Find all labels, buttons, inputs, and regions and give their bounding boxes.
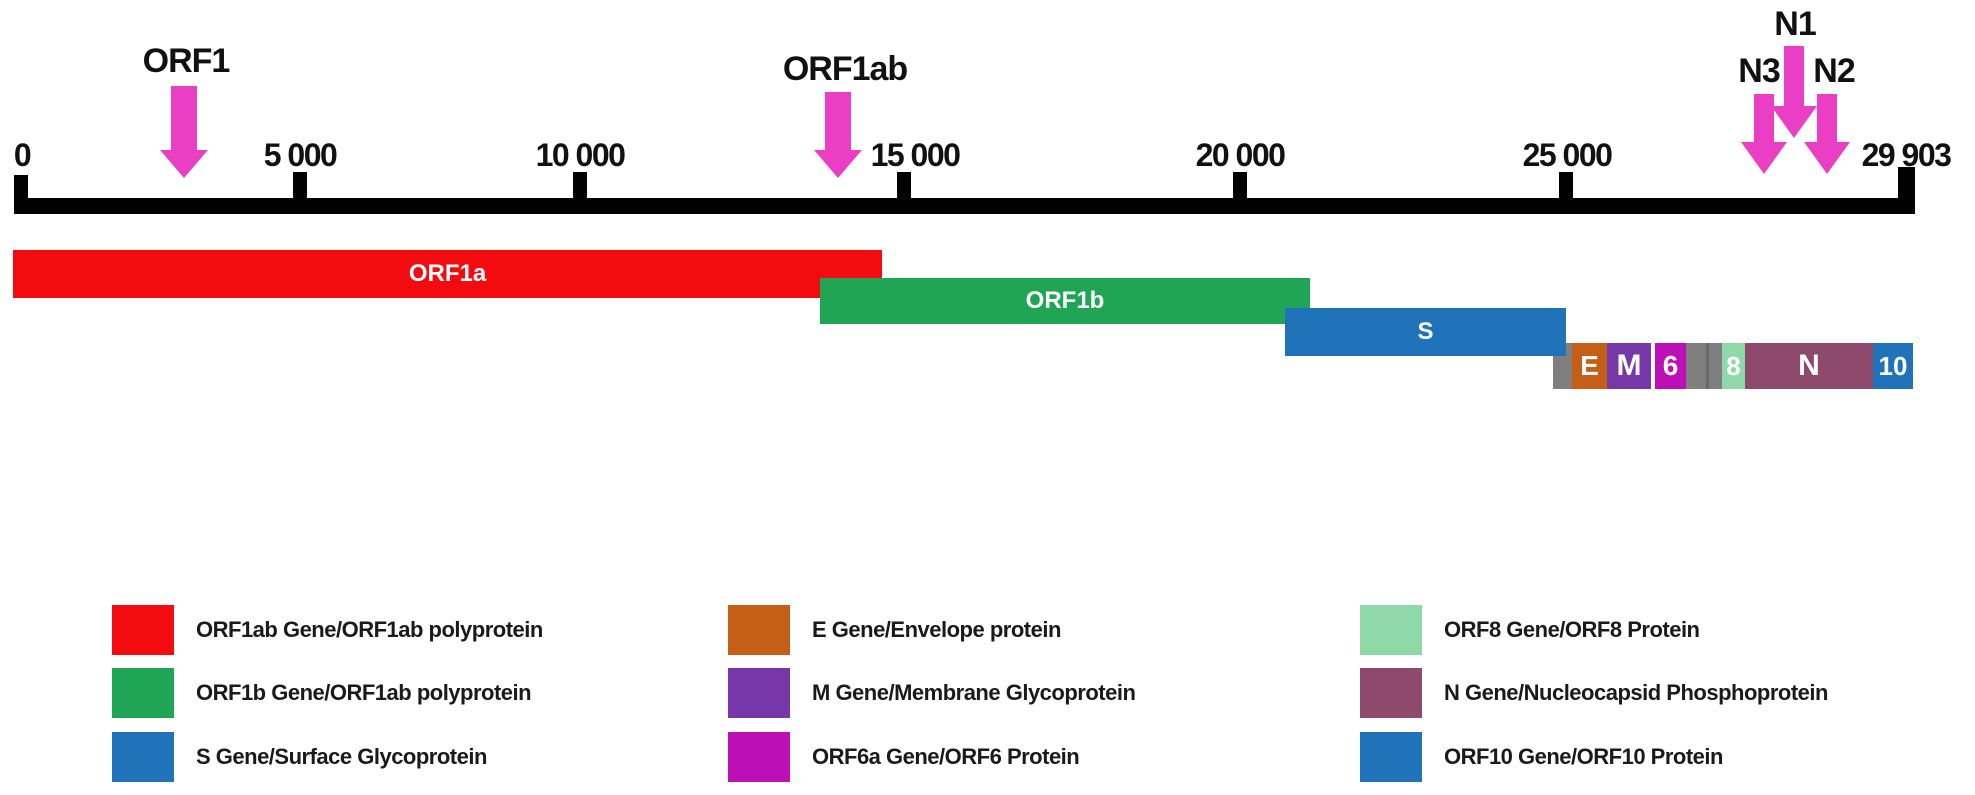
primer-arrowhead-n3 (1741, 142, 1787, 174)
axis-tick-label-15000: 15 000 (870, 137, 961, 173)
primer-label-n3: N3 (1738, 52, 1780, 90)
gene-seg-e: E (1572, 343, 1607, 389)
axis-tick (897, 172, 911, 198)
legend-label-orf10-gene: ORF10 Gene/ORF10 Protein (1444, 744, 1723, 769)
gene-seg-orf10: 10 (1873, 343, 1913, 389)
axis-tick-label-20000: 20 000 (1195, 137, 1286, 173)
gene-seg-orf6-label: 6 (1662, 350, 1679, 381)
legend-swatch-e-gene (728, 605, 790, 655)
gene-seg-orf8-label: 8 (1726, 350, 1741, 381)
gene-bar-s-label: S (1417, 318, 1434, 345)
gene-seg-gray-7a (1686, 343, 1706, 389)
gene-seg-orf6: 6 (1655, 343, 1686, 389)
legend-label-orf1ab-gene: ORF1ab Gene/ORF1ab polyprotein (196, 617, 543, 642)
gene-seg-m-label: M (1616, 349, 1642, 382)
gene-bar-orf1b: ORF1b (820, 278, 1310, 324)
legend-label-e-gene: E Gene/Envelope protein (812, 617, 1061, 642)
legend-label-m-gene: M Gene/Membrane Glycoprotein (812, 680, 1136, 705)
legend-label-orf1b-gene: ORF1b Gene/ORF1ab polyprotein (196, 680, 532, 705)
legend-swatch-n-gene (1360, 668, 1422, 718)
gene-seg-orf10-label: 10 (1878, 350, 1908, 381)
primer-arrowhead-n2 (1804, 142, 1850, 174)
gene-seg-e-label: E (1580, 350, 1599, 381)
primer-arrowhead-orf1 (160, 150, 208, 178)
genome-axis-bar (14, 198, 1915, 214)
legend-swatch-orf1ab-gene (112, 605, 174, 655)
primer-arrow-n3 (1754, 94, 1774, 144)
axis-tick-label-0: 0 (13, 137, 32, 173)
legend-swatch-orf8-gene (1360, 605, 1422, 655)
gene-seg-gray-7b (1709, 343, 1722, 389)
primer-label-n1: N1 (1774, 5, 1816, 43)
legend-label-orf6a-gene: ORF6a Gene/ORF6 Protein (812, 744, 1080, 769)
legend-swatch-orf10-gene (1360, 732, 1422, 782)
legend-swatch-s-gene (112, 732, 174, 782)
primer-arrow-orf1ab (825, 92, 851, 152)
primer-label-orf1: ORF1 (142, 42, 231, 80)
primer-label-orf1ab: ORF1ab (782, 50, 908, 88)
primer-arrow-n2 (1817, 94, 1837, 144)
legend-swatch-m-gene (728, 668, 790, 718)
axis-tick (1559, 172, 1573, 198)
primer-arrowhead-orf1ab (814, 150, 862, 178)
gene-seg-orf8: 8 (1722, 343, 1745, 389)
gene-bar-s: S (1285, 308, 1566, 356)
axis-tick (573, 172, 587, 198)
axis-tick (1233, 172, 1247, 198)
gene-bar-orf1a: ORF1a (13, 250, 882, 298)
axis-tick (293, 172, 307, 198)
axis-tick-label-5000: 5 000 (263, 137, 338, 173)
gene-bar-orf1a-label: ORF1a (408, 260, 487, 287)
primer-arrowhead-n1 (1771, 106, 1817, 138)
gene-seg-n-label: N (1798, 349, 1820, 382)
gene-seg-n: N (1745, 343, 1873, 389)
gene-seg-divider (1706, 343, 1709, 389)
primer-arrow-n1 (1784, 46, 1804, 108)
legend-swatch-orf1b-gene (112, 668, 174, 718)
axis-tick-label-25000: 25 000 (1522, 137, 1613, 173)
legend-swatch-orf6a-gene (728, 732, 790, 782)
primer-label-n2: N2 (1813, 52, 1855, 90)
legend-label-s-gene: S Gene/Surface Glycoprotein (196, 744, 487, 769)
axis-tick-label-10000: 10 000 (535, 137, 626, 173)
gene-seg-m: M (1607, 343, 1651, 389)
primer-arrow-orf1 (171, 86, 197, 152)
gene-bar-orf1b-label: ORF1b (1025, 287, 1105, 314)
legend-label-n-gene: N Gene/Nucleocapsid Phosphoprotein (1444, 680, 1828, 705)
legend-label-orf8-gene: ORF8 Gene/ORF8 Protein (1444, 617, 1700, 642)
